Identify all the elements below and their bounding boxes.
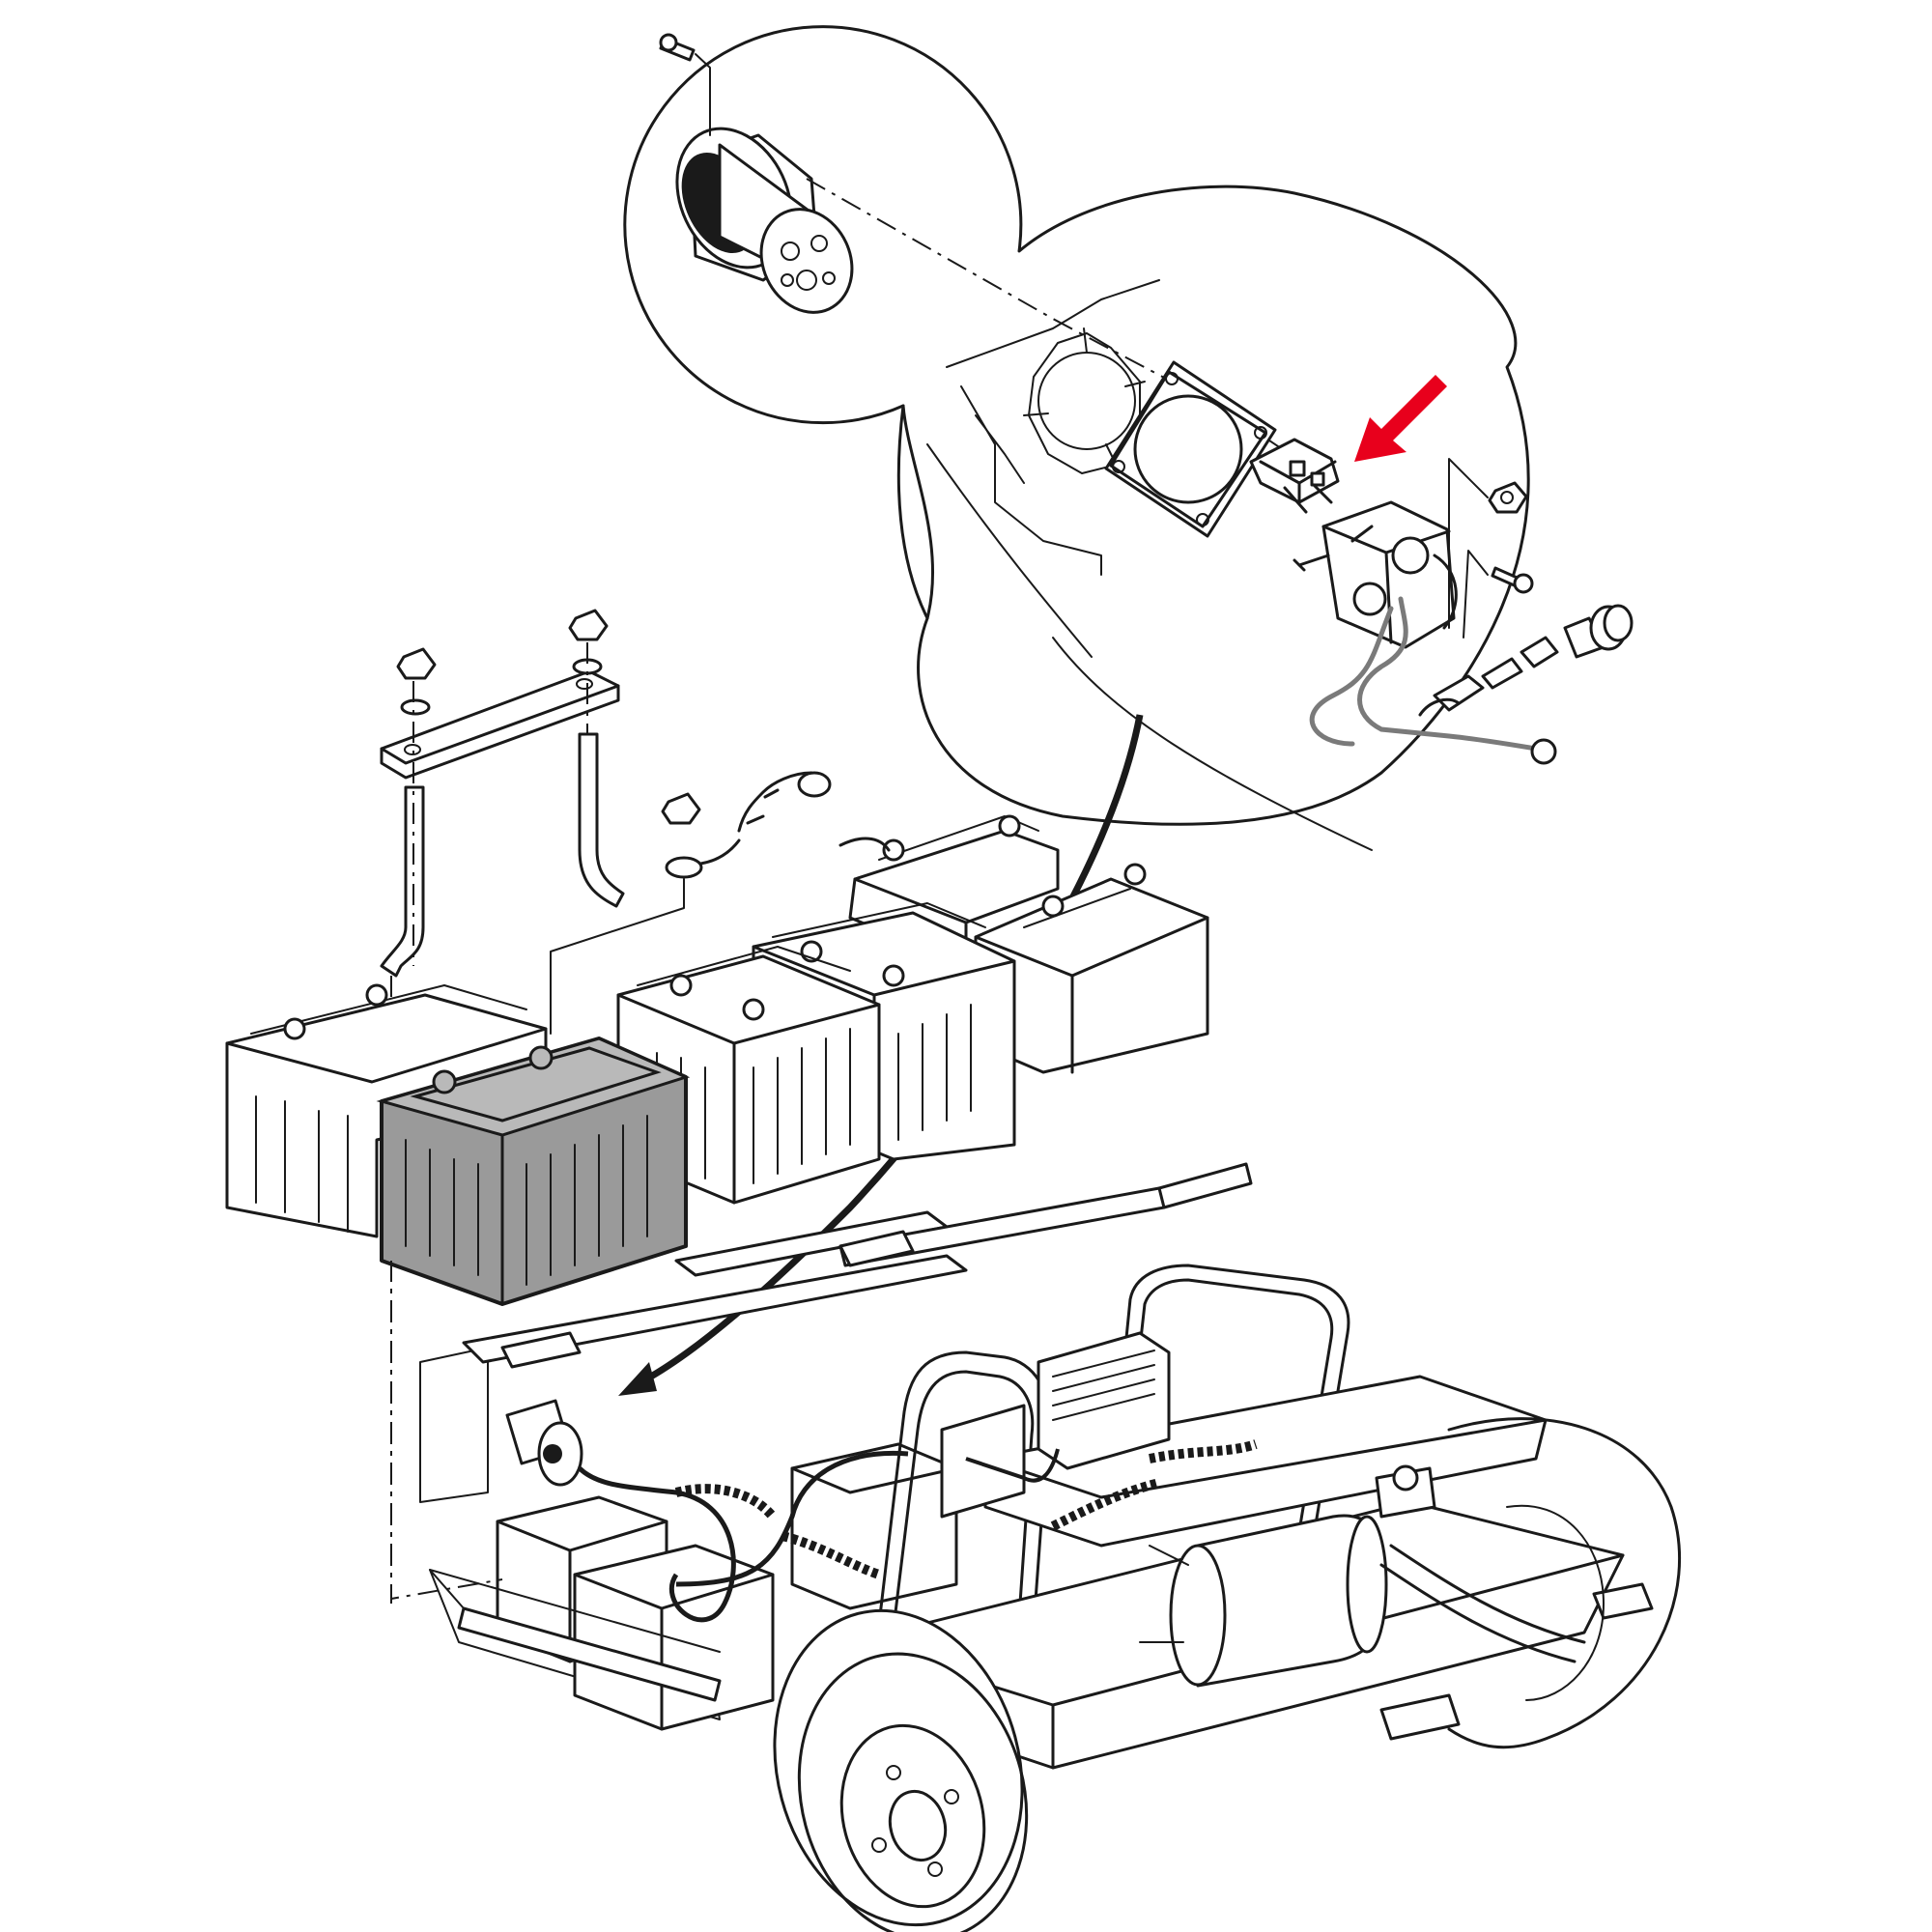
cable-harness: [1309, 596, 1557, 765]
fuse-link: [1249, 438, 1340, 514]
detail-callout: [623, 25, 1530, 826]
hold-down-bar: [380, 669, 620, 780]
ground-strap: [661, 771, 832, 879]
receptacle-screw: [659, 33, 696, 62]
screw-right: [1491, 566, 1534, 594]
leader-screw: [695, 53, 711, 136]
highlighted-battery: [376, 1037, 691, 1306]
center-line-battery-to-chassis: [390, 1261, 503, 1601]
charger-receptacle: [675, 127, 854, 314]
leader-nut: [1448, 458, 1489, 629]
nut-top-right: [1488, 481, 1528, 514]
leader-screw-right: [1463, 550, 1489, 639]
receptacle-assembly: [1293, 500, 1458, 649]
leader-strap: [550, 878, 685, 1035]
pointer-arrow: [1354, 375, 1447, 462]
connector-pins: [1481, 604, 1634, 690]
mounting-plate: [1104, 360, 1277, 538]
hold-down-nuts: [396, 609, 609, 716]
frame-detail-lines: [926, 279, 1373, 851]
vehicle-chassis: [419, 1162, 1681, 1932]
center-line-receptacle: [806, 178, 1334, 484]
